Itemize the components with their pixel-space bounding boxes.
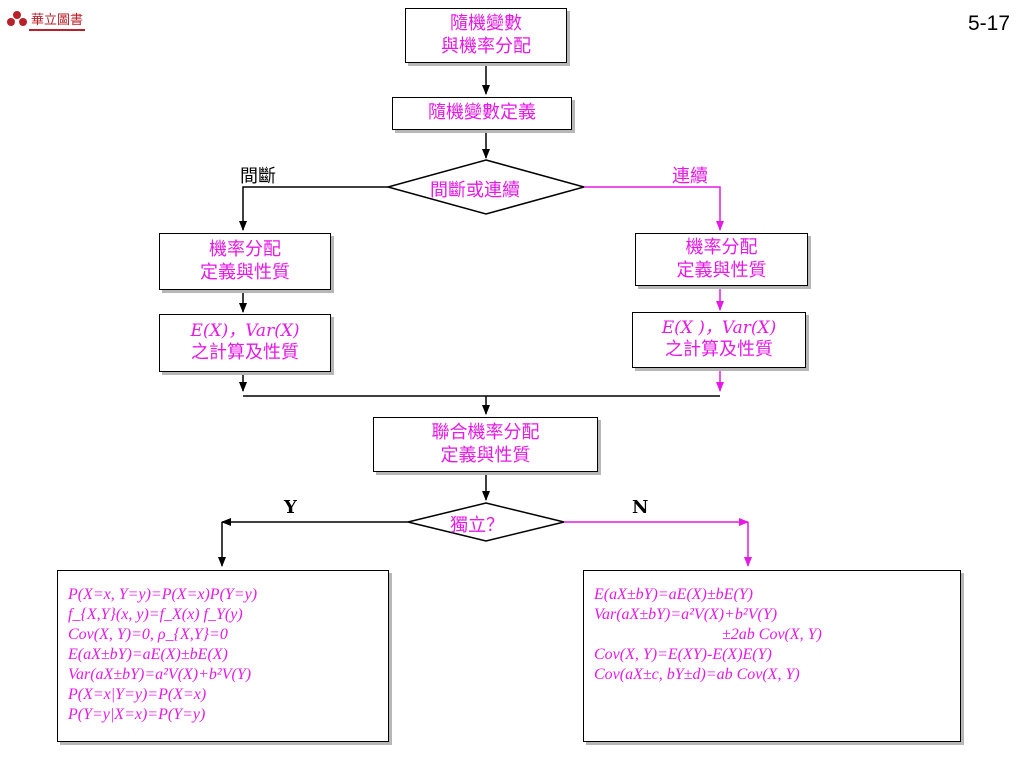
discrete-prob-box: 機率分配 定義與性質 (159, 233, 331, 290)
joint-distribution-box: 聯合機率分配 定義與性質 (373, 417, 598, 472)
cluster-logo-icon (7, 11, 27, 27)
formula-line: Cov(X, Y)=E(XY)-E(X)E(Y) (594, 646, 772, 663)
discrete-label: 間斷 (240, 166, 276, 187)
rv-definition-box: 隨機變數定義 (392, 97, 572, 130)
formula-line: ±2ab Cov(X, Y) (722, 626, 822, 643)
no-label: N (632, 497, 649, 518)
formula-line: Var(aX±bY)=a²V(X)+b²V(Y) (594, 606, 778, 623)
discrete-expectation-box: E(X)，Var(X) 之計算及性質 (159, 314, 331, 372)
decision-diamond-independent (407, 502, 565, 542)
continuous-expectation-box: E(X )，Var(X) 之計算及性質 (632, 312, 806, 368)
page-number: 5-17 (967, 12, 1010, 35)
yes-label: Y (284, 497, 297, 518)
decision-independent-label: 獨立？ (450, 515, 504, 536)
formula-line: P(X=x, Y=y)=P(X=x)P(Y=y) (68, 586, 258, 603)
formula-line: P(Y=y|X=x)=P(Y=y) (68, 706, 206, 723)
formula-line: Cov(aX±c, bY±d)=ab Cov(X, Y) (594, 666, 800, 683)
random-variable-box: 隨機變數 與機率分配 (405, 8, 567, 63)
formula-line: Var(aX±bY)=a²V(X)+b²V(Y) (68, 666, 252, 683)
continuous-prob-box: 機率分配 定義與性質 (635, 233, 808, 286)
formula-line: P(X=x|Y=y)=P(X=x) (68, 686, 207, 703)
logo-text: 華立圖書 (29, 9, 86, 31)
continuous-label: 連續 (672, 166, 708, 187)
formula-line: E(aX±bY)=aE(X)±bE(Y) (594, 586, 753, 603)
dependent-formulas-box: E(aX±bY)=aE(X)±bE(Y) Var(aX±bY)=a²V(X)+b… (583, 570, 961, 742)
decision-type-label: 間斷或連續 (430, 180, 520, 201)
decision-diamond-type (385, 159, 587, 215)
independent-formulas-box: P(X=x, Y=y)=P(X=x)P(Y=y) f_{X,Y}(x, y)=f… (57, 570, 389, 742)
formula-line: E(aX±bY)=aE(X)±bE(X) (68, 646, 228, 663)
formula-line: Cov(X, Y)=0, ρ_{X,Y}=0 (68, 626, 228, 643)
formula-line: f_{X,Y}(x, y)=f_X(x) f_Y(y) (68, 606, 243, 623)
publisher-logo: 華立圖書 (6, 8, 86, 32)
